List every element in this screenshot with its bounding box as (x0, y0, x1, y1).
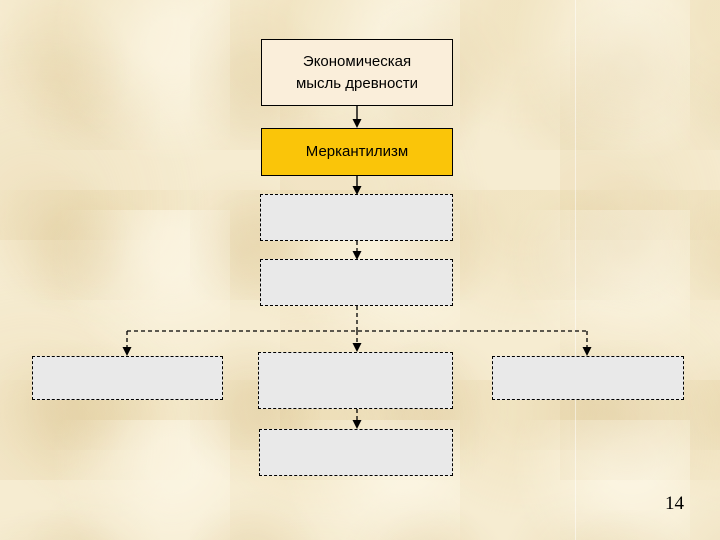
placeholder-box-middle (258, 352, 453, 409)
placeholder-box-left (32, 356, 223, 400)
background-seam-line (575, 0, 576, 540)
node-mercantilism-label: Меркантилизм (305, 143, 409, 160)
arrow-to-right-box (582, 331, 592, 356)
arrow-to-middle-box (352, 331, 362, 352)
node-economic-thought: Экономическая мысль древности (261, 39, 453, 106)
placeholder-box-1 (260, 194, 453, 241)
placeholder-box-right (492, 356, 684, 400)
node-economic-thought-line1: Экономическая (302, 52, 412, 70)
node-mercantilism: Меркантилизм (261, 128, 453, 176)
arrow-middle-to-bottom-box (352, 409, 362, 429)
arrow-root-to-mercantilism (352, 106, 362, 128)
page-number: 14 (665, 493, 684, 514)
arrow-box1-to-box2 (352, 241, 362, 260)
node-economic-thought-line2: мысль древности (295, 74, 419, 92)
arrow-to-left-box (122, 331, 132, 356)
placeholder-box-bottom (259, 429, 453, 476)
arrow-mercantilism-to-box1 (352, 176, 362, 195)
placeholder-box-2 (260, 259, 453, 306)
